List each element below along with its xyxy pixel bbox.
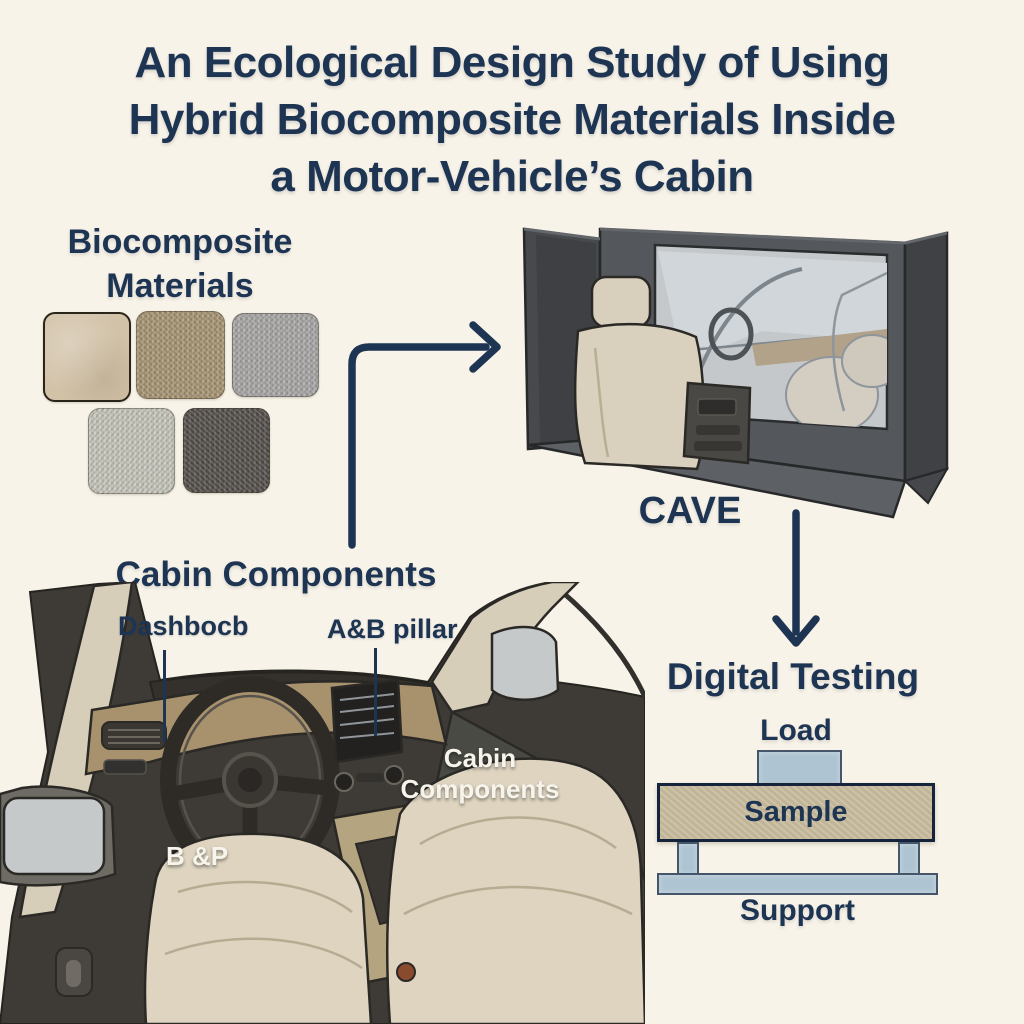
climate-knob-left: [334, 772, 354, 792]
driver-seat-seams: [164, 880, 363, 970]
page-title-line-2: Hybrid Biocomposite Materials Inside: [128, 95, 896, 144]
virtual-steering-wheel: [708, 307, 754, 361]
material-swatch-woven-gray: [232, 313, 319, 397]
driver-seat: [143, 832, 373, 1024]
support-label: Support: [740, 894, 855, 927]
support-leg-left: [677, 842, 699, 877]
arrow-components-to-cave-head-icon: [469, 321, 501, 373]
cave-right-base: [903, 467, 950, 505]
page-title: An Ecological Design Study of Using Hybr…: [0, 34, 1024, 205]
cave-right-wall: [903, 231, 949, 483]
dashboard-switch: [103, 759, 147, 775]
material-swatch-woven-khaki: [136, 311, 225, 399]
climate-knob-right: [384, 765, 404, 785]
virtual-dash-trim: [752, 329, 887, 366]
seatbelt-buckle: [396, 962, 416, 982]
callout-dashboard: Dashbocb: [118, 611, 249, 641]
load-label: Load: [760, 714, 832, 747]
support-leg-right: [898, 842, 920, 877]
cave-seat-seam: [593, 347, 610, 458]
arrow-components-to-cave-icon: [348, 343, 490, 549]
callout-ab-pillar-pointer: [374, 648, 377, 736]
dashboard-air-vent: [101, 721, 167, 750]
callout-ab-pillar: A&B pillar: [327, 614, 458, 644]
cave-console-slot: [696, 425, 740, 435]
arrow-cave-to-testing-head-icon: [772, 615, 820, 647]
climate-panel: [356, 773, 384, 782]
load-block: [757, 750, 842, 787]
cabin-section-title: Cabin Components: [115, 555, 437, 594]
passenger-seat: [386, 757, 645, 1024]
sample-bar: Sample: [657, 783, 935, 842]
cave-seat-headrest: [590, 275, 652, 329]
virtual-door-line: [832, 271, 887, 412]
right-side-mirror: [490, 625, 560, 701]
callout-dashboard-pointer: [163, 650, 166, 742]
material-swatch-dark-charcoal: [183, 408, 270, 493]
left-door-handle-grip: [66, 960, 81, 987]
sample-label: Sample: [744, 796, 848, 828]
page-title-line-3: a Motor-Vehicle’s Cabin: [270, 152, 754, 201]
cabin-overlay-label: Cabin Components: [400, 743, 560, 804]
virtual-seat-2: [841, 334, 887, 388]
materials-section-title: Biocomposite Materials: [67, 223, 293, 305]
cave-console-slot-2: [694, 441, 742, 451]
vent-slats: [108, 729, 160, 744]
passenger-seat-seams: [403, 816, 633, 916]
right-door-edge: [558, 588, 645, 699]
material-swatch-smooth-beige: [43, 312, 131, 402]
material-swatch-linen-light-gray: [88, 408, 175, 494]
testing-section-title: Digital Testing: [666, 656, 920, 697]
cave-illustration: [522, 227, 950, 519]
page-title-line-1: An Ecological Design Study of Using: [134, 38, 890, 87]
support-base: [657, 873, 938, 895]
left-side-mirror: [2, 796, 106, 876]
bp-label: B &P: [166, 841, 229, 871]
cave-top-edge: [523, 227, 948, 245]
cave-console-vent: [697, 398, 737, 416]
car-interior-illustration: [0, 582, 645, 1024]
cave-label: CAVE: [638, 490, 742, 532]
virtual-windshield: [658, 251, 887, 363]
infotainment-screen-content: [339, 693, 395, 739]
